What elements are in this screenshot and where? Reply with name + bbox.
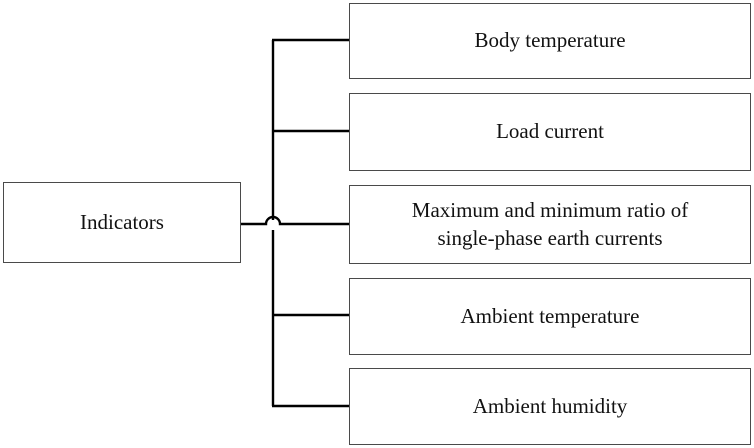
child-node-ambient-humidity: Ambient humidity bbox=[349, 368, 751, 445]
child-node-label: Load current bbox=[496, 119, 604, 144]
child-node-load-current: Load current bbox=[349, 93, 751, 171]
child-node-earth-current-ratio: Maximum and minimum ratio of single-phas… bbox=[349, 185, 751, 264]
child-node-label: Body temperature bbox=[474, 28, 626, 53]
child-node-label: Ambient humidity bbox=[472, 393, 628, 418]
root-node-indicators: Indicators bbox=[3, 182, 241, 263]
child-node-ambient-temperature: Ambient temperature bbox=[349, 278, 751, 355]
root-connector bbox=[241, 215, 349, 226]
child-node-label: Maximum and minimum ratio of single-phas… bbox=[411, 198, 689, 250]
child-node-body-temperature: Body temperature bbox=[349, 3, 751, 79]
root-node-label: Indicators bbox=[80, 209, 164, 234]
child-node-label: Ambient temperature bbox=[460, 303, 640, 328]
